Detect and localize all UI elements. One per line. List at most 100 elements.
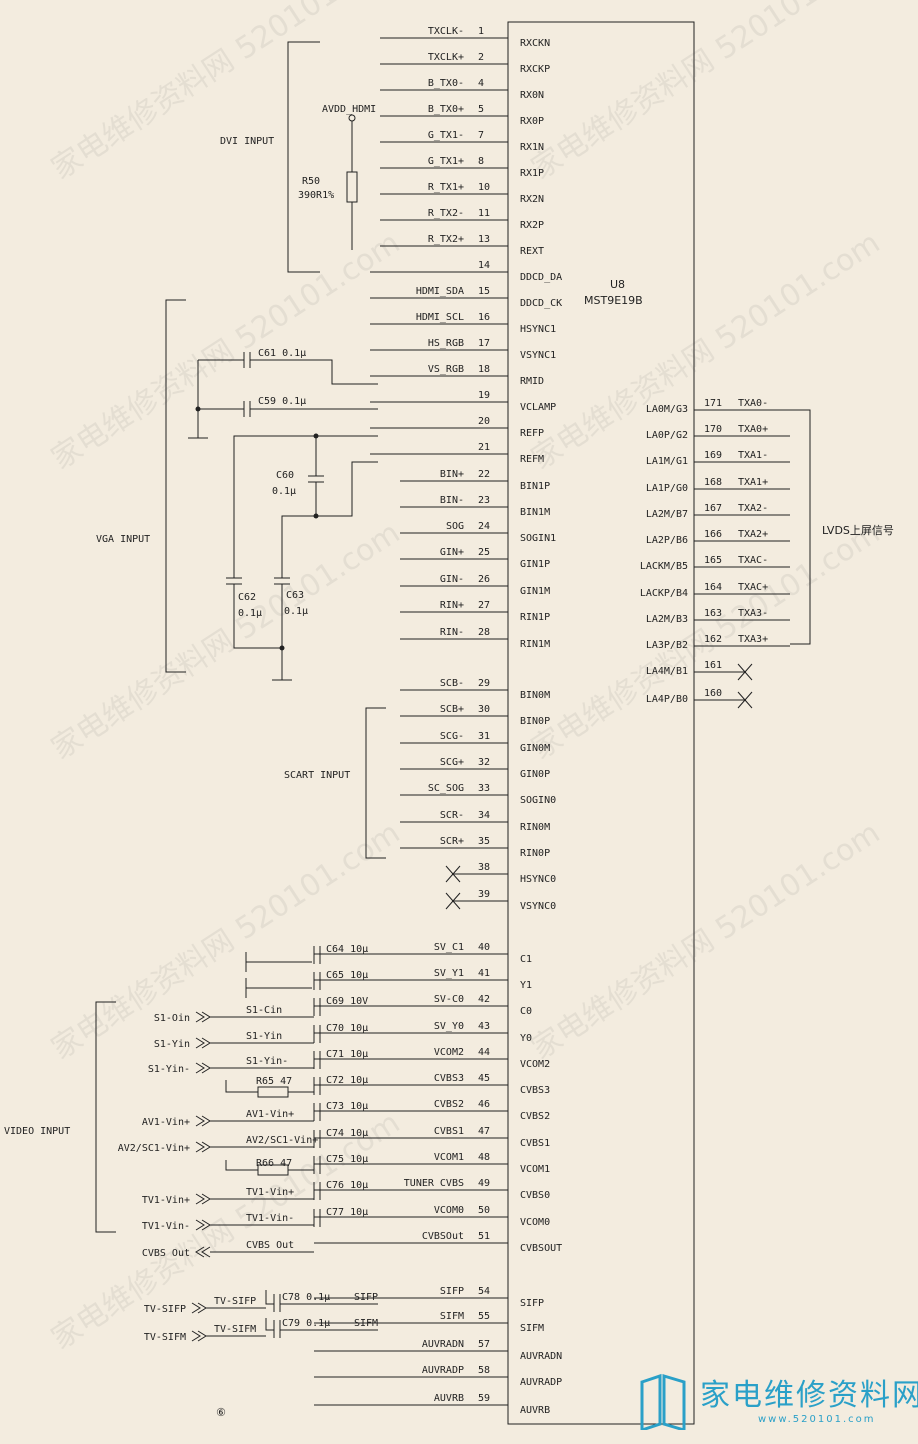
pin-function: SIFP [520,1298,544,1309]
pin-function: LA4M/B1 [646,666,688,677]
left-pin: 13R_TX2+REXT [380,234,544,257]
pin-number: 34 [478,810,490,821]
pin-net-label: VS_RGB [428,364,464,375]
input-net-label: CVBS Out [246,1240,294,1251]
capacitor-label: C76 10μ [326,1180,368,1191]
pin-net-label: TXA3+ [738,634,768,645]
pin-net-label: GIN- [440,574,464,585]
video-input-connector: AV1-Vin+AV1-Vin+ [142,1109,314,1128]
input-label: S1-Oin [154,1013,190,1024]
input-label: S1-Yin [154,1039,190,1050]
pin-number: 42 [478,994,490,1005]
capacitor-label: C64 10μ [326,944,368,955]
pin-number: 27 [478,600,490,611]
pin-function: LACKP/B4 [640,588,688,599]
vga-group: VGA INPUT C61 0.1μ C59 0.1μ C60 0.1μ C62… [96,299,378,681]
pin-net-label: HDMI_SDA [416,286,464,297]
pin-function: BIN1P [520,481,550,492]
pin-function: CVBS1 [520,1138,550,1149]
r50-resistor [346,171,358,203]
pin-net-label: TXA0+ [738,424,768,435]
pin-function: BIN0P [520,716,550,727]
pin-number: 162 [704,634,722,645]
pin-number: 16 [478,312,490,323]
watermark-text: 家电维修资料网 520101.com [525,815,886,1066]
video-input-connector: AV2/SC1-Vin+AV2/SC1-Vin+ [118,1135,319,1154]
coupling-capacitor: C69 10V [313,996,368,1016]
pin-number: 14 [478,260,490,271]
input-label: AV1-Vin+ [142,1117,190,1128]
pin-net-label: SV_C1 [434,942,464,953]
pin-number: 59 [478,1393,490,1404]
book-icon [640,1373,686,1430]
pin-number: 33 [478,783,490,794]
pin-function: VCOM2 [520,1059,550,1070]
pin-number: 2 [478,52,484,63]
pin-function: GIN0M [520,743,550,754]
pin-function: CVBS0 [520,1190,550,1201]
vga-label: VGA INPUT [96,534,150,545]
pin-number: 18 [478,364,490,375]
pin-number: 19 [478,390,490,401]
pin-function: BIN0M [520,690,550,701]
pin-net-label: CVBS2 [434,1099,464,1110]
pin-number: 50 [478,1205,490,1216]
pin-net-label: GIN+ [440,547,464,558]
input-label: TV1-Vin+ [142,1195,190,1206]
pin-function: LA1P/G0 [646,483,688,494]
pin-function: SIFM [520,1323,544,1334]
pin-function: VSYNC0 [520,901,556,912]
left-pin: 7G_TX1-RX1N [380,130,544,153]
pin-number: 13 [478,234,490,245]
pin-function: AUVRB [520,1405,550,1416]
pin-net-label: CVBSOut [422,1231,464,1242]
pin-number: 54 [478,1286,490,1297]
pin-function: C1 [520,954,532,965]
pin-function: RX0P [520,116,544,127]
c60-ref: C60 [276,470,294,481]
c63-ref: C63 [286,590,304,601]
r65-resistor [257,1086,289,1098]
pin-net-label: SCG- [440,731,464,742]
input-label: S1-Yin- [148,1064,190,1075]
video-input-connector: TV1-Vin+TV1-Vin+ [142,1187,314,1206]
dvi-label: DVI INPUT [220,136,274,147]
capacitor-label: C77 10μ [326,1207,368,1218]
pin-function: CVBS2 [520,1111,550,1122]
pin-net-label: VCOM1 [434,1152,464,1163]
pin-function: RIN1M [520,639,550,650]
pin-function: GIN1M [520,586,550,597]
r65-label: R65 47 [256,1076,292,1087]
pin-number: 166 [704,529,722,540]
ic-ref: U8 [610,278,625,291]
c78-label: C78 0.1μ [282,1292,330,1303]
watermark-text: 家电维修资料网 520101.com [525,0,886,187]
c79-label: C79 0.1μ [282,1318,330,1329]
pin-function: LA2M/B3 [646,614,688,625]
pin-function: AUVRADN [520,1351,562,1362]
pin-net-label: AUVRADN [422,1339,464,1350]
pin-number: 160 [704,688,722,699]
r50-value: 390R1% [298,190,334,201]
